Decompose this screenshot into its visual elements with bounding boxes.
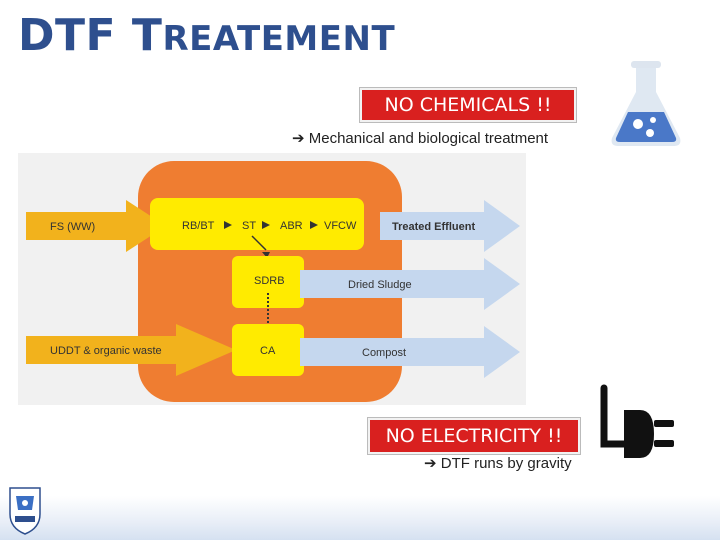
chemicals-note-text: Mechanical and biological treatment — [308, 130, 549, 147]
page-title: DTF TREATEMENT — [18, 10, 395, 61]
output-label-effluent: Treated Effluent — [392, 221, 475, 233]
input-arrow-fs — [26, 200, 166, 252]
title-word-1: DTF — [18, 10, 117, 61]
unit-abr: ABR — [280, 220, 303, 232]
st-to-sdrb-head — [262, 252, 270, 258]
chain-arrow-1 — [224, 221, 232, 229]
output-arrow-effluent — [380, 200, 520, 252]
no-electricity-label: NO ELECTRICITY !! — [385, 425, 563, 447]
chemicals-note: ➔ Mechanical and biological treatment — [292, 129, 548, 147]
chain-arrow-2 — [262, 221, 270, 229]
output-arrow-compost — [300, 326, 520, 378]
unit-vfcw: VFCW — [324, 220, 357, 232]
electricity-note: ➔ DTF runs by gravity — [424, 454, 572, 472]
bottom-bar — [0, 496, 720, 540]
output-arrow-sludge — [300, 258, 520, 310]
title-initial: T — [131, 10, 163, 61]
logo — [9, 487, 41, 535]
arrow-right-icon: ➔ — [424, 455, 437, 472]
plug-icon — [600, 384, 674, 458]
unit-st: ST — [242, 220, 256, 232]
no-chemicals-label: NO CHEMICALS !! — [384, 94, 552, 116]
output-label-compost: Compost — [362, 347, 406, 359]
input-label-uddt: UDDT & organic waste — [50, 345, 162, 357]
flask-icon — [611, 61, 681, 146]
no-electricity-badge: NO ELECTRICITY !! — [368, 418, 580, 454]
no-chemicals-badge: NO CHEMICALS !! — [360, 88, 576, 122]
electricity-note-text: DTF runs by gravity — [440, 455, 572, 472]
input-arrow-uddt — [26, 324, 236, 376]
unit-rbbt: RB/BT — [182, 220, 215, 232]
unit-sdrb: SDRB — [254, 275, 285, 287]
output-label-sludge: Dried Sludge — [348, 279, 412, 291]
unit-ca: CA — [260, 345, 276, 357]
ca-box — [232, 324, 304, 376]
title-rest: REATEMENT — [162, 19, 396, 59]
treatment-chain-box — [150, 198, 364, 250]
input-label-fs: FS (WW) — [50, 221, 95, 233]
chain-arrow-3 — [310, 221, 318, 229]
sdrb-box — [232, 256, 304, 308]
arrow-right-icon: ➔ — [292, 130, 305, 147]
st-to-sdrb-line — [251, 235, 267, 251]
